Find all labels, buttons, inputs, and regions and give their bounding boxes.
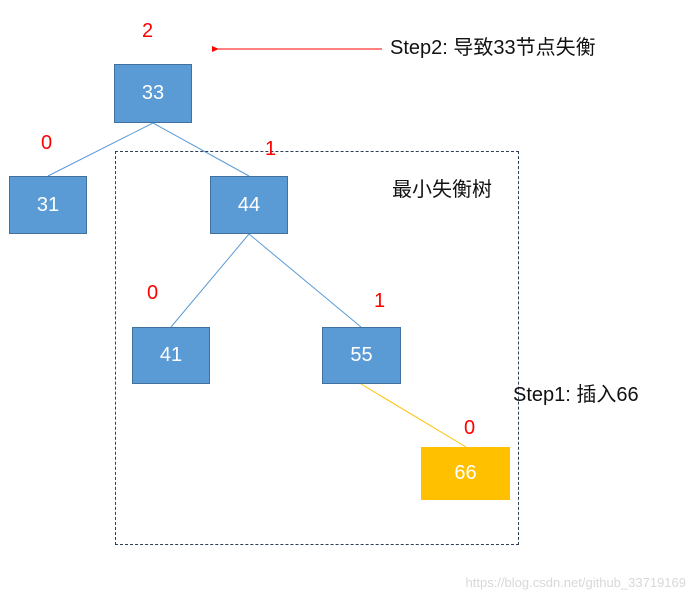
min-unbalanced-subtree-box [115, 151, 519, 545]
balance-factor-66: 0 [464, 417, 476, 439]
node-label: 55 [350, 344, 373, 366]
tree-node-66-inserted: 66 [421, 447, 510, 500]
edge-33-31 [47, 122, 154, 177]
balance-factor-55: 1 [374, 290, 386, 312]
node-label: 31 [36, 193, 60, 216]
edge-55-66 [360, 383, 467, 448]
balance-factor-44: 1 [265, 138, 277, 160]
edge-44-41 [170, 233, 250, 328]
node-label: 66 [454, 462, 477, 484]
balance-factor-31: 0 [41, 132, 53, 154]
edge-44-55 [248, 233, 362, 328]
step2-annotation: Step2: 导致33节点失衡 [390, 37, 596, 59]
tree-node-41: 41 [132, 327, 210, 384]
tree-node-44: 44 [210, 176, 288, 234]
node-label: 41 [159, 344, 183, 366]
tree-node-33: 33 [114, 64, 192, 123]
tree-node-55: 55 [322, 327, 401, 384]
node-label: 44 [237, 193, 261, 216]
edge-33-44 [152, 122, 250, 177]
node-label: 33 [141, 82, 165, 104]
watermark: https://blog.csdn.net/github_33719169 [465, 575, 686, 590]
subtree-annotation: 最小失衡树 [392, 179, 492, 201]
tree-node-31: 31 [9, 176, 87, 234]
balance-factor-41: 0 [147, 282, 159, 304]
balance-factor-33: 2 [142, 20, 154, 42]
step1-annotation: Step1: 插入66 [513, 384, 639, 406]
